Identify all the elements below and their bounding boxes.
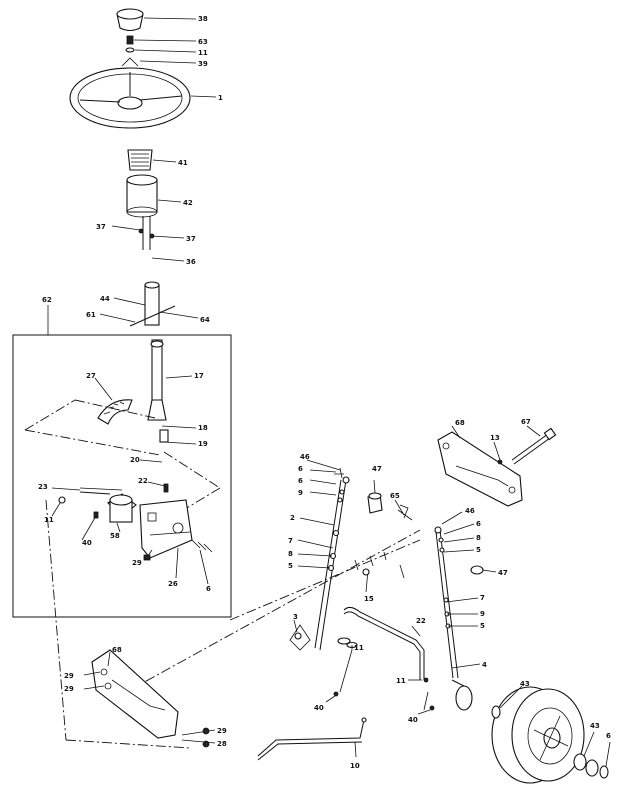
springs xyxy=(191,539,213,585)
callout-5a: 5 xyxy=(288,562,293,570)
callout-26: 26 xyxy=(168,580,178,588)
callout-18: 18 xyxy=(198,424,208,432)
callout-6a: 6 xyxy=(206,585,211,593)
column-bushing xyxy=(126,174,158,218)
left-tie-rod xyxy=(314,467,350,651)
callout-6c: 6 xyxy=(298,477,303,485)
sub-assembly-box xyxy=(12,305,232,618)
callout-6e: 6 xyxy=(606,732,611,740)
callout-44: 44 xyxy=(100,295,110,303)
spacer-47-left xyxy=(367,492,383,514)
callout-41: 41 xyxy=(178,159,188,167)
callout-5b: 5 xyxy=(476,546,481,554)
callout-2: 2 xyxy=(290,514,295,522)
callout-22a: 22 xyxy=(138,477,148,485)
link-rod-10 xyxy=(257,717,367,761)
pinion-gear xyxy=(159,429,169,443)
callout-43b: 43 xyxy=(590,722,600,730)
wheel-washers xyxy=(491,705,609,779)
callout-6d: 6 xyxy=(476,520,481,528)
callout-40b: 40 xyxy=(314,704,324,712)
center-pivot-65 xyxy=(397,504,413,521)
callout-46b: 46 xyxy=(465,507,475,515)
callout-47a: 47 xyxy=(372,465,382,473)
steering-wheel-cap xyxy=(116,8,144,32)
callout-11: 11 xyxy=(198,49,208,57)
callout-19: 19 xyxy=(198,440,208,448)
callout-11b: 11 xyxy=(44,516,54,524)
callout-22b: 22 xyxy=(416,617,426,625)
callout-68a: 68 xyxy=(455,419,465,427)
callout-61: 61 xyxy=(86,311,96,319)
drag-link-22 xyxy=(343,606,425,680)
callout-labels: 38 63 11 39 1 41 42 37 37 36 62 44 61 64… xyxy=(38,15,611,770)
callout-29b: 29 xyxy=(64,672,74,680)
callout-68b: 68 xyxy=(112,646,122,654)
steering-adapter xyxy=(127,149,153,171)
callout-40c: 40 xyxy=(408,716,418,724)
callout-58: 58 xyxy=(110,532,120,540)
callout-8a: 8 xyxy=(288,550,293,558)
callout-9a: 9 xyxy=(298,489,303,497)
callout-64: 64 xyxy=(200,316,210,324)
callout-13: 13 xyxy=(490,434,500,442)
callout-23: 23 xyxy=(38,483,48,491)
callout-40a: 40 xyxy=(82,539,92,547)
callout-4: 4 xyxy=(482,661,487,669)
lower-left-bracket xyxy=(91,649,179,739)
right-spindle xyxy=(451,679,473,711)
callout-29d: 29 xyxy=(217,727,227,735)
callout-5c: 5 xyxy=(480,622,485,630)
right-bracket xyxy=(437,431,523,507)
steering-wheel xyxy=(69,57,191,129)
callout-27: 27 xyxy=(86,372,96,380)
screw-part xyxy=(126,35,134,45)
callout-8b: 8 xyxy=(476,534,481,542)
steering-shaft-lower xyxy=(147,339,167,421)
spacer-47-right xyxy=(470,565,484,575)
support-bracket xyxy=(139,499,193,559)
washer-part xyxy=(125,47,135,53)
callout-29c: 29 xyxy=(64,685,74,693)
callout-28: 28 xyxy=(217,740,227,748)
bolt-shaft xyxy=(58,491,111,504)
left-spindle xyxy=(289,624,311,651)
callout-11d: 11 xyxy=(396,677,406,685)
callout-46a: 46 xyxy=(300,453,310,461)
callout-15: 15 xyxy=(364,595,374,603)
callout-7a: 7 xyxy=(288,537,293,545)
callout-43a: 43 xyxy=(520,680,530,688)
callout-9b: 9 xyxy=(480,610,485,618)
callout-1: 1 xyxy=(218,94,223,102)
callout-62: 62 xyxy=(42,296,52,304)
callout-67: 67 xyxy=(521,418,531,426)
callout-17: 17 xyxy=(194,372,204,380)
callout-20: 20 xyxy=(130,456,140,464)
callout-38: 38 xyxy=(198,15,208,23)
callout-39: 39 xyxy=(198,60,208,68)
steering-gear-segment xyxy=(97,399,133,425)
callout-11c: 11 xyxy=(354,644,364,652)
callout-7b: 7 xyxy=(480,594,485,602)
callout-36: 36 xyxy=(186,258,196,266)
callout-37a: 37 xyxy=(96,223,106,231)
steering-bushing xyxy=(107,493,137,523)
callout-29a: 29 xyxy=(132,559,142,567)
callout-63: 63 xyxy=(198,38,208,46)
callout-37b: 37 xyxy=(186,235,196,243)
front-wheel xyxy=(491,686,585,784)
callout-47b: 47 xyxy=(498,569,508,577)
callout-10: 10 xyxy=(350,762,360,770)
callout-6b: 6 xyxy=(298,465,303,473)
callout-3: 3 xyxy=(293,613,298,621)
bolt-67 xyxy=(511,427,557,465)
right-tie-rod xyxy=(434,526,459,679)
callout-42: 42 xyxy=(183,199,193,207)
callout-65: 65 xyxy=(390,492,400,500)
